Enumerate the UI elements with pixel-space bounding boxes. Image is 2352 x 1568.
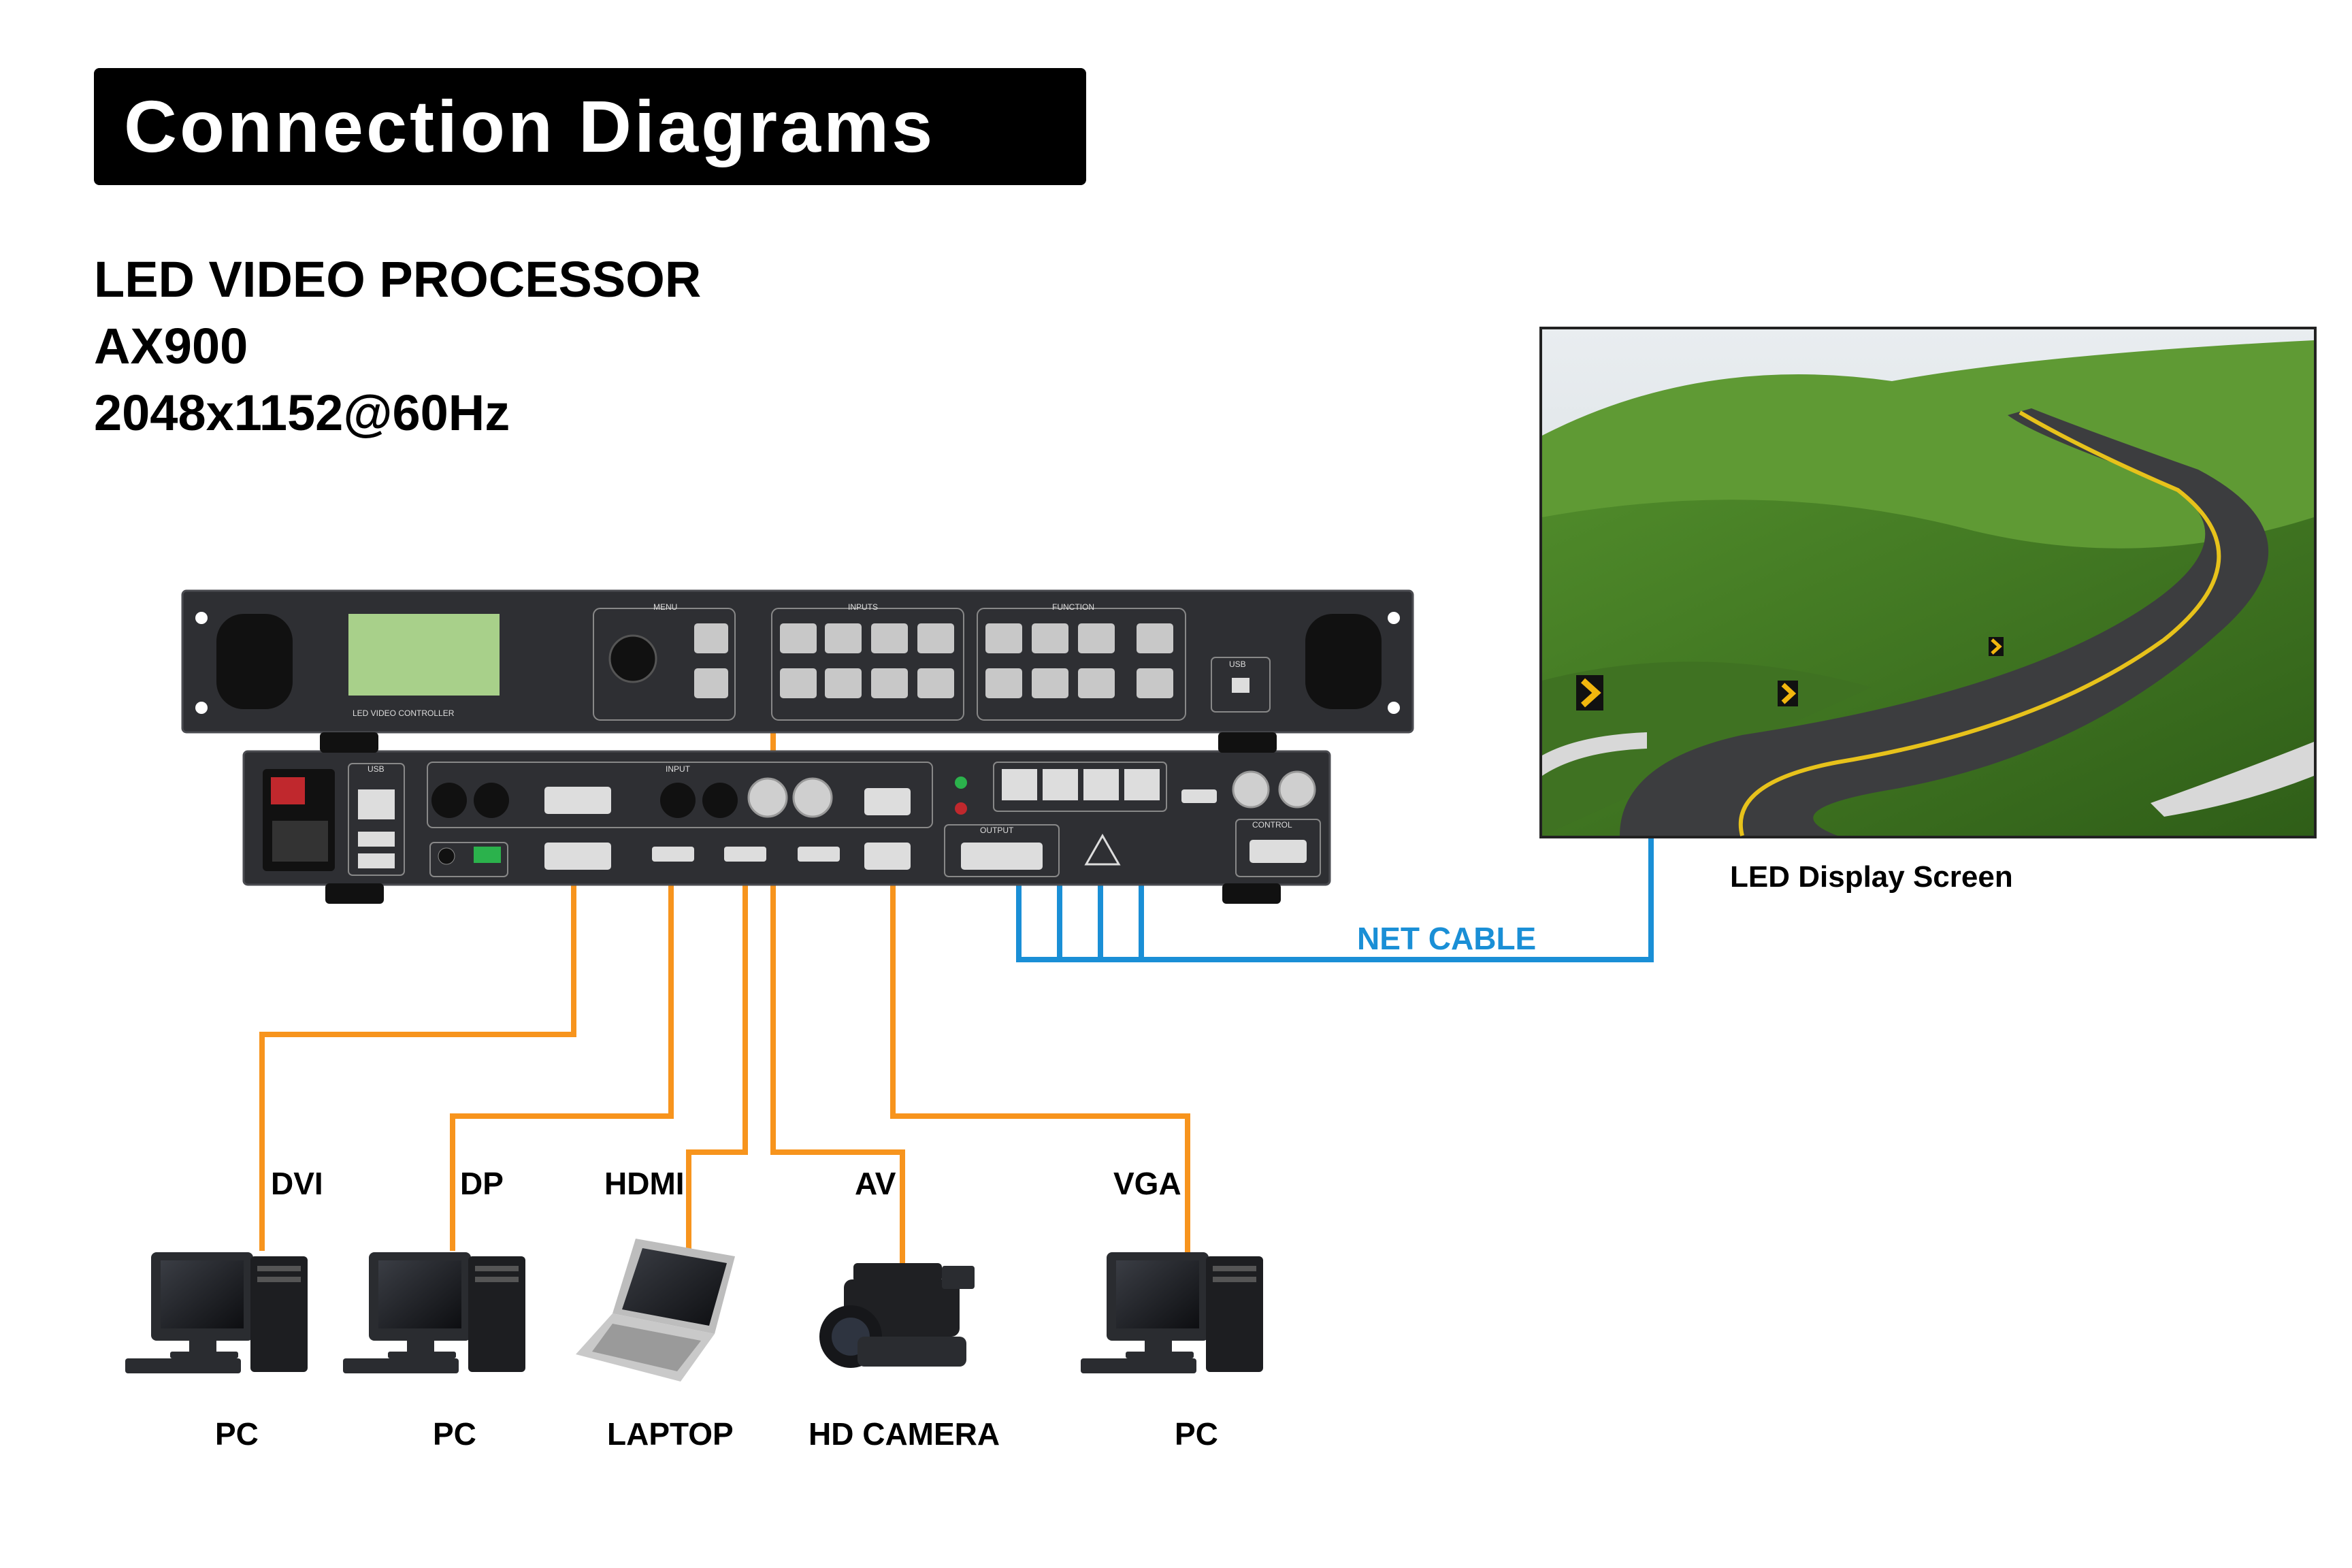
page-title: Connection Diagrams: [124, 85, 936, 167]
av-interface-label: AV: [855, 1166, 896, 1201]
output-label: OUTPUT: [980, 826, 1014, 835]
processor-front-panel: LED VIDEO CONTROLLER MENU INPUTS FUNCTIO…: [181, 589, 1414, 734]
vga-cable: [890, 864, 1190, 1254]
model-label: AX900: [94, 318, 248, 374]
dvi-interface-label: DVI: [271, 1166, 323, 1201]
pc-icon: [125, 1252, 308, 1373]
led-display-screen: [1539, 327, 2317, 838]
dp-interface-label: DP: [460, 1166, 504, 1201]
vga-interface-label: VGA: [1113, 1166, 1181, 1201]
controller-label: LED VIDEO CONTROLLER: [353, 708, 455, 718]
hd-camera-icon: [819, 1263, 975, 1368]
menu-label: MENU: [653, 602, 677, 612]
rear-usb-label: USB: [368, 764, 385, 774]
product-type-label: LED VIDEO PROCESSOR: [94, 251, 702, 308]
rear-input-label: INPUT: [666, 764, 691, 774]
title-banner: Connection Diagrams: [94, 68, 1086, 185]
laptop-icon: [576, 1239, 735, 1382]
av-cable: [770, 732, 905, 1279]
hdmi-cable: [686, 864, 748, 1251]
processor-rear-panel: USB INPUT OUTPUT: [242, 732, 1331, 904]
control-label: CONTROL: [1252, 820, 1292, 830]
function-label: FUNCTION: [1052, 602, 1094, 612]
pc-icon: [1081, 1252, 1263, 1373]
led-display-label: LED Display Screen: [1730, 860, 2013, 894]
dvi-cable: [259, 864, 576, 1251]
dp-cable: [450, 864, 674, 1251]
pc-device-label: PC: [433, 1416, 476, 1452]
net-cable-label: NET CABLE: [1357, 921, 1537, 956]
pc-device-label: PC: [215, 1416, 259, 1452]
pc-device-label: PC: [1175, 1416, 1218, 1452]
hdmi-interface-label: HDMI: [604, 1166, 685, 1201]
laptop-device-label: LAPTOP: [607, 1416, 734, 1452]
hd-camera-device-label: HD CAMERA: [808, 1416, 1000, 1452]
pc-icon: [343, 1252, 525, 1373]
front-usb-label: USB: [1229, 659, 1246, 669]
source-cables: [259, 732, 1190, 1279]
inputs-label: INPUTS: [848, 602, 878, 612]
resolution-label: 2048x1152@60Hz: [94, 385, 510, 441]
